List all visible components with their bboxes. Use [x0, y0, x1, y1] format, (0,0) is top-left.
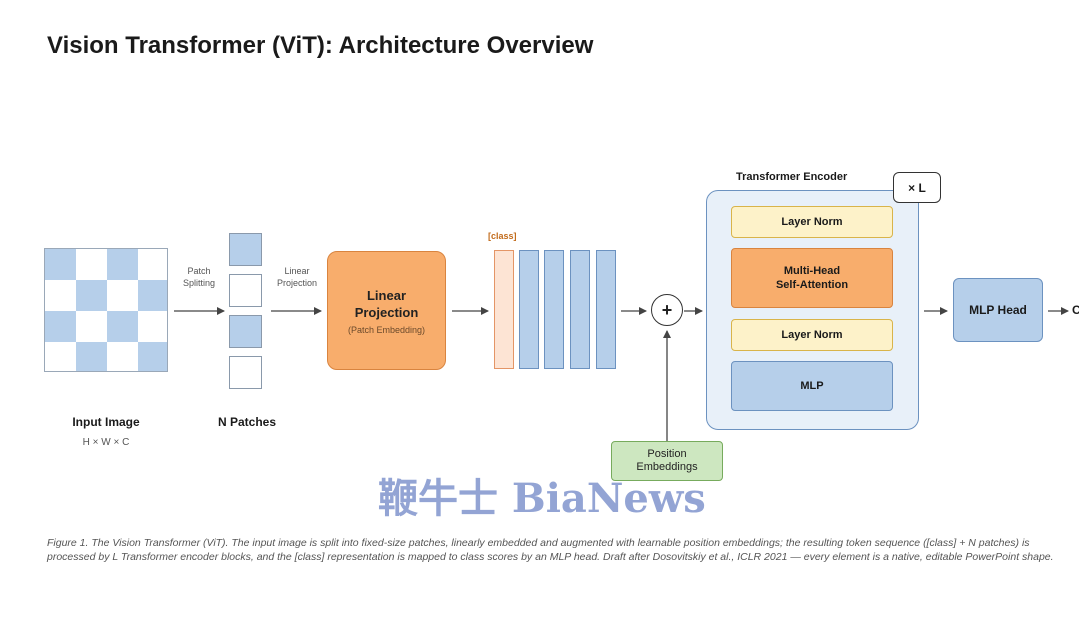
- patch-token: [570, 250, 590, 369]
- class-token: [494, 250, 514, 369]
- patch-token: [596, 250, 616, 369]
- image-cell: [76, 342, 107, 371]
- image-cell: [138, 342, 167, 371]
- linear-projection-box: Linear Projection (Patch Embedding): [327, 251, 446, 370]
- position-embeddings-box: Position Embeddings: [611, 441, 723, 481]
- image-cell: [76, 280, 107, 311]
- figure-caption: Figure 1. The Vision Transformer (ViT). …: [47, 537, 1054, 563]
- patch-2: [229, 274, 262, 307]
- input-image-grid: [44, 248, 168, 372]
- patch-token: [519, 250, 539, 369]
- layer-norm-2: Layer Norm: [731, 319, 893, 351]
- image-cell: [45, 280, 76, 311]
- image-cell: [138, 311, 167, 342]
- add-circle: +: [651, 294, 683, 326]
- image-cell: [138, 249, 167, 280]
- patch-1: [229, 233, 262, 266]
- image-cell: [76, 249, 107, 280]
- patch-token: [544, 250, 564, 369]
- patch-3: [229, 315, 262, 348]
- watermark: 鞭牛士 BiaNews: [378, 475, 706, 522]
- image-cell: [138, 280, 167, 311]
- input-image-label: Input Image: [72, 415, 140, 429]
- multi-head-attention: Multi-Head Self-Attention: [731, 248, 893, 308]
- image-cell: [45, 342, 76, 371]
- image-cell: [76, 311, 107, 342]
- image-cell: [107, 311, 138, 342]
- image-cell: [45, 311, 76, 342]
- patch-4: [229, 356, 262, 389]
- image-cell: [107, 342, 138, 371]
- class-token-tag: [class]: [488, 231, 517, 241]
- image-cell: [107, 249, 138, 280]
- mlp-block: MLP: [731, 361, 893, 411]
- linear-projection-arrow-label: Linear Projection: [276, 266, 318, 288]
- image-cell: [107, 280, 138, 311]
- encoder-title: Transformer Encoder: [736, 171, 848, 183]
- patch-splitting-label: Patch Splitting: [182, 266, 216, 288]
- patches-label: N Patches: [217, 415, 277, 429]
- layer-norm-1: Layer Norm: [731, 206, 893, 238]
- image-cell: [45, 249, 76, 280]
- repeat-badge: × L: [893, 172, 941, 203]
- output-label: C: [1072, 303, 1079, 317]
- mlp-head: MLP Head: [953, 278, 1043, 342]
- page-title: Vision Transformer (ViT): Architecture O…: [47, 32, 594, 59]
- input-image-dims: H × W × C: [82, 437, 130, 448]
